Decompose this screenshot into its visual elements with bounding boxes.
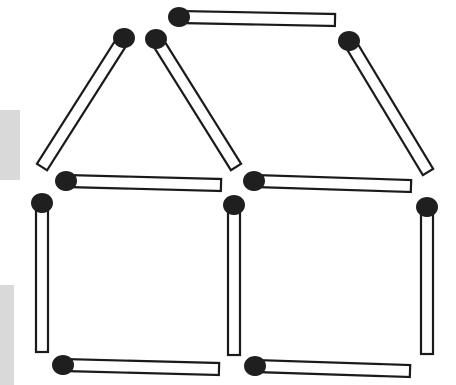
- matchstick-body: [36, 203, 48, 352]
- matchstick-head: [113, 28, 135, 48]
- matchstick-right-roof[interactable]: [338, 31, 433, 175]
- matchstick-body: [344, 38, 433, 175]
- matchstick-head: [416, 197, 438, 217]
- matchstick-right-wall[interactable]: [416, 197, 438, 354]
- matchstick-head: [31, 193, 53, 213]
- matchstick-body: [254, 175, 411, 192]
- matchstick-right-floor[interactable]: [244, 356, 410, 377]
- matchstick-head: [223, 195, 245, 215]
- matchstick-head: [244, 356, 266, 376]
- matchstick-head: [338, 31, 360, 51]
- matchstick-body: [255, 360, 410, 377]
- matchstick-left-roof[interactable]: [37, 28, 135, 170]
- matchstick-head: [168, 7, 190, 27]
- matchstick-body: [63, 359, 219, 375]
- matchstick-top-roof[interactable]: [168, 7, 335, 27]
- matchstick-body: [37, 35, 129, 170]
- matchstick-head: [55, 171, 77, 191]
- matchstick-middle-roof[interactable]: [145, 29, 241, 170]
- matchstick-head: [145, 29, 167, 49]
- matchstick-body: [151, 36, 241, 170]
- matchstick-body: [179, 11, 335, 26]
- matchstick-left-wall[interactable]: [31, 193, 53, 352]
- matchstick-left-floor[interactable]: [52, 355, 219, 375]
- matchstick-body: [228, 205, 240, 355]
- matchstick-body: [66, 175, 221, 191]
- matchstick-right-beam[interactable]: [243, 171, 411, 192]
- matchstick-head: [243, 171, 265, 191]
- matchstick-head: [52, 355, 74, 375]
- matchstick-body: [421, 207, 433, 354]
- matchstick-left-beam[interactable]: [55, 171, 221, 191]
- matchstick-middle-wall[interactable]: [223, 195, 245, 355]
